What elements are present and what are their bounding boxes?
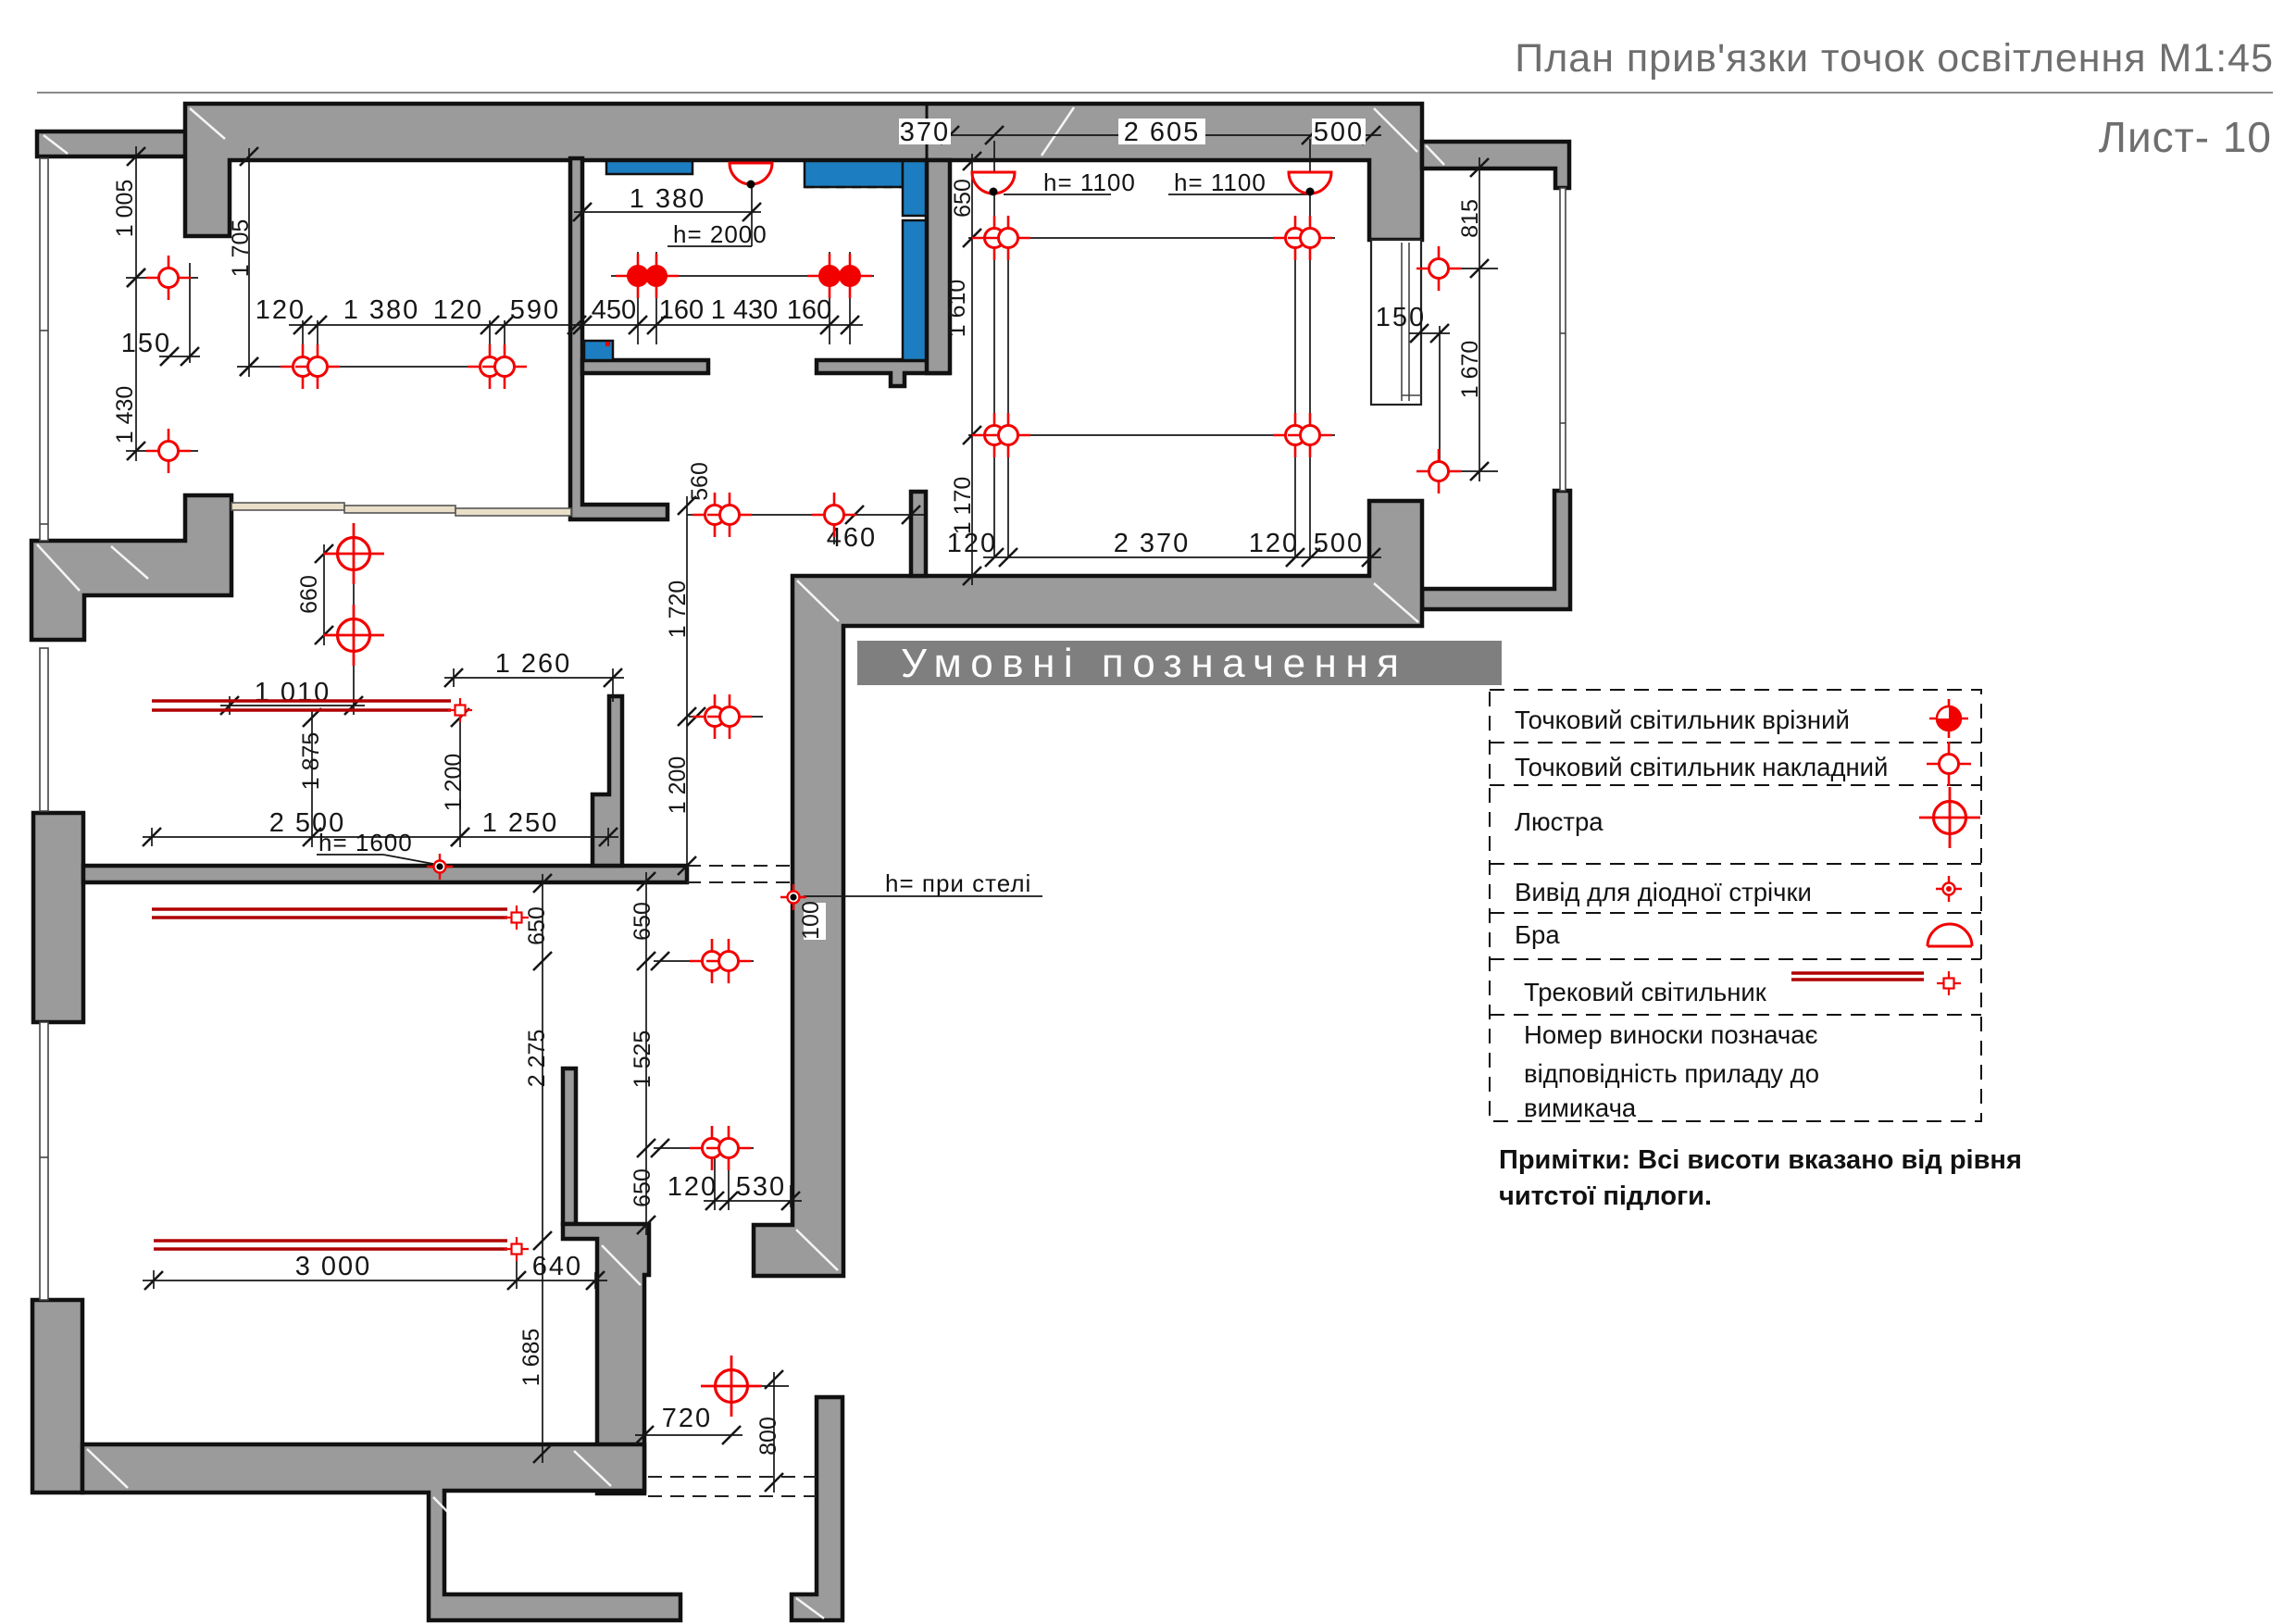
svg-text:370: 370 <box>900 118 950 147</box>
svg-text:2 370: 2 370 <box>1114 529 1191 558</box>
svg-text:160: 160 <box>787 295 831 325</box>
svg-text:Номер виноски позначає: Номер виноски позначає <box>1524 1020 1818 1049</box>
svg-text:2 500: 2 500 <box>269 808 346 838</box>
svg-text:Умовні позначення: Умовні позначення <box>901 641 1407 686</box>
svg-text:1 670: 1 670 <box>1457 341 1483 399</box>
svg-text:1 200: 1 200 <box>441 754 467 812</box>
svg-text:815: 815 <box>1457 199 1483 238</box>
svg-text:100: 100 <box>798 901 824 940</box>
svg-text:вимикача: вимикача <box>1524 1093 1637 1122</box>
svg-text:План прив'язки точок освітленн: План прив'язки точок освітлення М1:45 <box>1515 36 2274 81</box>
svg-text:1 380: 1 380 <box>630 184 706 214</box>
svg-text:650: 650 <box>630 902 655 941</box>
svg-text:h= 1100: h= 1100 <box>1174 169 1267 196</box>
svg-text:650: 650 <box>950 179 976 218</box>
svg-text:Точковий світильник врізний: Точковий світильник врізний <box>1515 706 1850 734</box>
svg-text:читстої підлоги.: читстої підлоги. <box>1499 1181 1712 1211</box>
svg-text:1 525: 1 525 <box>630 1031 655 1089</box>
svg-text:560: 560 <box>687 462 713 501</box>
svg-text:h= 1600: h= 1600 <box>318 829 413 856</box>
svg-text:3 000: 3 000 <box>295 1252 372 1281</box>
svg-text:1 685: 1 685 <box>518 1329 544 1387</box>
svg-text:1 200: 1 200 <box>665 756 691 815</box>
svg-text:800: 800 <box>755 1417 781 1455</box>
svg-text:1 875: 1 875 <box>298 732 324 791</box>
svg-text:120: 120 <box>1249 529 1299 558</box>
svg-text:500: 500 <box>1314 118 1364 147</box>
svg-text:1 380: 1 380 <box>343 295 420 325</box>
svg-text:660: 660 <box>296 575 322 614</box>
svg-text:Примітки: Всі висоти вказано в: Примітки: Всі висоти вказано від рівня <box>1499 1145 2022 1175</box>
svg-text:650: 650 <box>630 1168 655 1207</box>
svg-text:1 720: 1 720 <box>665 581 691 639</box>
svg-text:1 705: 1 705 <box>228 219 254 278</box>
svg-text:2 275: 2 275 <box>524 1030 550 1088</box>
svg-text:590: 590 <box>510 295 560 325</box>
svg-text:Лист- 10: Лист- 10 <box>2099 113 2272 161</box>
svg-text:1 430: 1 430 <box>711 295 779 325</box>
svg-text:650: 650 <box>524 906 550 945</box>
svg-text:Бра: Бра <box>1515 920 1560 949</box>
svg-text:Вивід для діодної стрічки: Вивід для діодної стрічки <box>1515 878 1812 906</box>
svg-text:h= 2000: h= 2000 <box>673 220 767 248</box>
svg-text:відповідність приладу до: відповідність приладу до <box>1524 1059 1819 1088</box>
svg-text:720: 720 <box>662 1404 712 1433</box>
svg-text:120: 120 <box>433 295 483 325</box>
svg-text:1 170: 1 170 <box>950 477 976 535</box>
svg-text:Трековий світильник: Трековий світильник <box>1524 978 1767 1006</box>
svg-text:120: 120 <box>256 295 306 325</box>
svg-text:1 250: 1 250 <box>482 808 559 838</box>
svg-text:150: 150 <box>1376 303 1426 332</box>
svg-text:450: 450 <box>592 295 636 325</box>
svg-text:120: 120 <box>668 1172 718 1202</box>
svg-text:120: 120 <box>947 529 997 558</box>
svg-text:1 430: 1 430 <box>112 386 138 444</box>
svg-text:500: 500 <box>1314 529 1364 558</box>
svg-text:Люстра: Люстра <box>1515 807 1603 836</box>
svg-text:640: 640 <box>532 1252 582 1281</box>
svg-text:2 605: 2 605 <box>1124 118 1201 147</box>
svg-text:150: 150 <box>121 329 171 358</box>
svg-text:h= при стелі: h= при стелі <box>885 869 1031 897</box>
svg-text:1 610: 1 610 <box>944 280 970 338</box>
svg-text:1 010: 1 010 <box>255 678 331 707</box>
svg-text:530: 530 <box>736 1172 786 1202</box>
svg-text:1 260: 1 260 <box>495 649 572 679</box>
svg-text:160: 160 <box>659 295 704 325</box>
svg-text:h= 1100: h= 1100 <box>1043 169 1136 196</box>
svg-text:1 005: 1 005 <box>112 180 138 238</box>
svg-text:Точковий світильник накладний: Точковий світильник накладний <box>1515 753 1888 781</box>
